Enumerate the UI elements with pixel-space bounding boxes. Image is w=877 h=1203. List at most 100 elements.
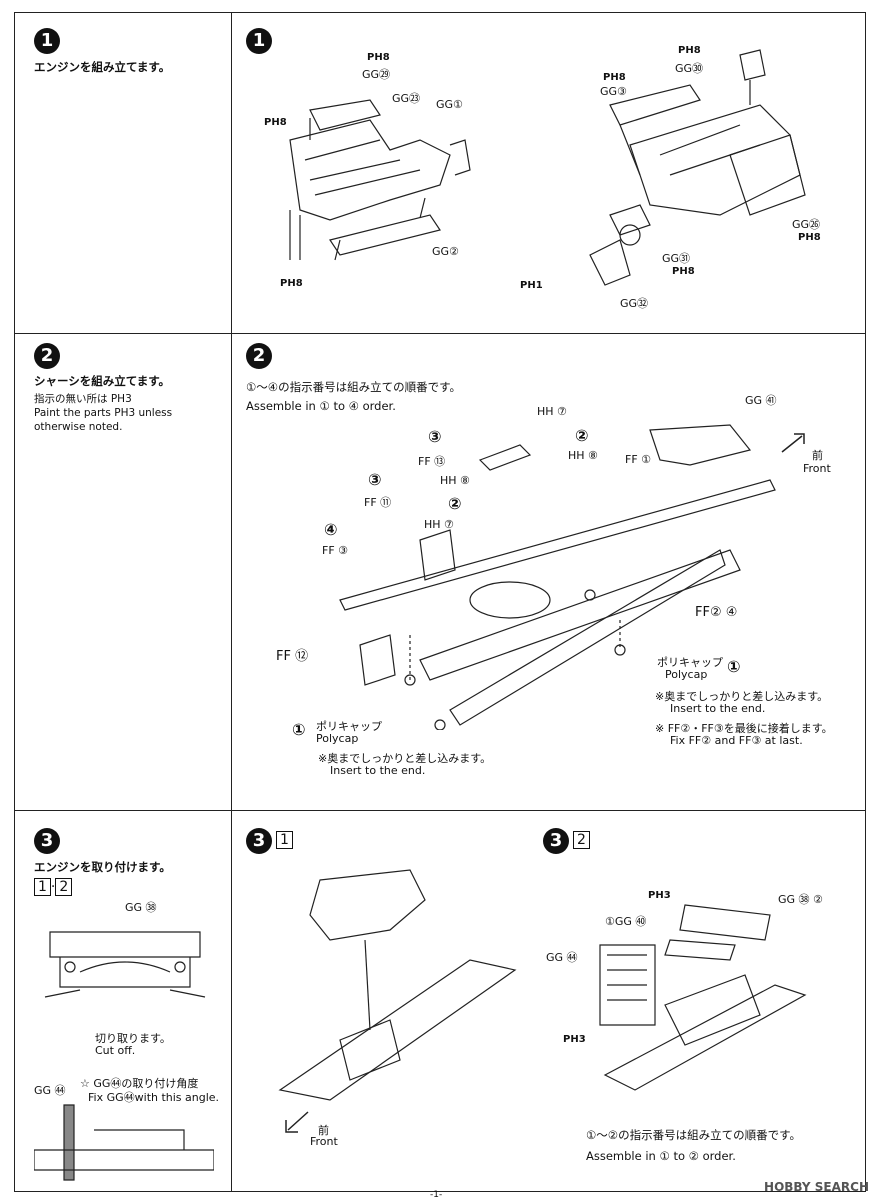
label-hh8-mid: HH ⑧	[440, 474, 470, 487]
front-arrow-icon	[781, 433, 805, 453]
label-gg30: GG㉚	[675, 62, 704, 75]
fix-jp: ※ FF②・FF③を最後に接着します。	[655, 722, 833, 735]
sub-steps-label: 1·2	[34, 878, 73, 896]
engine-assembly-right-drawing	[589, 49, 806, 286]
label-ph8-1: PH8	[367, 52, 390, 63]
label-gg29: GG㉙	[362, 68, 391, 81]
engine-install-1-drawing	[278, 869, 517, 1101]
label-gg2: GG②	[432, 245, 459, 258]
label-ff12: FF ⑫	[276, 649, 309, 664]
label-gg40: ①GG ㊵	[605, 915, 647, 928]
label-ph8-r1: PH8	[678, 45, 701, 56]
divider-v3	[231, 810, 232, 1192]
label-gg31: GG㉛	[662, 252, 691, 265]
label-gg23: GG㉓	[392, 92, 421, 105]
label-gg44-right: GG ㊹	[546, 951, 578, 964]
label-gg26: GG㉖	[792, 218, 821, 231]
sub-step-2-header: 2	[573, 829, 590, 849]
label-gg1: GG①	[436, 98, 463, 111]
step-1-badge: 1	[34, 28, 60, 54]
sub-step-2-box: 2	[55, 878, 73, 896]
insert-left-jp: ※奥までしっかりと差し込みます。	[318, 752, 492, 765]
divider-2	[14, 810, 866, 811]
polycap-right-step: ①	[727, 657, 741, 676]
order-3-top: ③	[428, 427, 442, 446]
step-1-title: エンジンを組み立てます。	[34, 60, 171, 74]
gg38-detail-drawing	[44, 931, 206, 998]
step-3-title: エンジンを取り付けます。	[34, 860, 171, 874]
label-hh7-top: HH ⑦	[537, 405, 567, 418]
order-2-mid: ②	[448, 494, 462, 513]
front-label-en-2: Front	[310, 1135, 338, 1148]
engine-assembly-left-drawing	[289, 99, 471, 261]
label-ff1: FF ①	[625, 453, 652, 466]
step-2-note-jp: 指示の無い所は PH3	[34, 393, 132, 405]
sub-step-2-header-box: 2	[573, 831, 590, 849]
label-gg41: GG ㊶	[745, 394, 777, 407]
order-2-top: ②	[575, 426, 589, 445]
order-3-mid: ③	[368, 470, 382, 489]
step-3-order-en: Assemble in ① to ② order.	[586, 1149, 736, 1163]
step-3-1-badge: 3	[246, 828, 272, 854]
angle-jp: ☆ GG㊹の取り付け角度	[80, 1077, 199, 1090]
front-arrow-icon-2	[285, 1111, 309, 1133]
chassis-drawing	[339, 424, 776, 730]
label-ph8-r2: PH8	[603, 72, 626, 83]
label-ph8-2: PH8	[264, 117, 287, 128]
insert-left-en: Insert to the end.	[330, 764, 426, 777]
label-ph3-b: PH3	[563, 1034, 586, 1045]
watermark: HOBBY SEARCH	[764, 1180, 869, 1194]
label-gg38-2: GG ㊳ ②	[778, 893, 823, 906]
cutoff-en: Cut off.	[95, 1044, 136, 1057]
divider-1	[14, 333, 866, 334]
step-2-title: シャーシを組み立てます。	[34, 374, 171, 388]
label-ff13: FF ⑬	[418, 455, 446, 468]
front-label-jp: 前	[812, 449, 823, 462]
step-3-order-jp: ①～②の指示番号は組み立ての順番です。	[586, 1128, 801, 1142]
label-hh8-top: HH ⑧	[568, 449, 598, 462]
label-gg44-left: GG ㊹	[34, 1084, 66, 1097]
label-gg3: GG③	[600, 85, 627, 98]
page-number: -1-	[430, 1190, 443, 1200]
step-2-note-en1: Paint the parts PH3 unless	[34, 407, 173, 419]
step-2-order-jp: ①～④の指示番号は組み立ての順番です。	[246, 380, 461, 394]
fix-en: Fix FF② and FF③ at last.	[670, 734, 803, 747]
divider-v2	[231, 333, 232, 810]
label-ph8-3: PH8	[280, 278, 303, 289]
step-2-badge: 2	[34, 343, 60, 369]
label-ff3: FF ③	[322, 544, 349, 557]
polycap-left-step: ①	[292, 720, 306, 739]
label-ph3-a: PH3	[648, 890, 671, 901]
insert-right-en: Insert to the end.	[670, 702, 766, 715]
step-3-badge: 3	[34, 828, 60, 854]
label-hh7-mid: HH ⑦	[424, 518, 454, 531]
gg44-angle-drawing	[34, 1104, 214, 1181]
label-ph8-r4: PH8	[672, 266, 695, 277]
sub-step-1-header-box: 1	[276, 831, 293, 849]
sub-step-1-header: 1	[276, 829, 293, 849]
polycap-right-jp: ポリキャップ	[657, 656, 723, 669]
polycap-left-jp: ポリキャップ	[316, 720, 382, 733]
polycap-right-en: Polycap	[665, 668, 708, 681]
step-2-order-en: Assemble in ① to ④ order.	[246, 399, 396, 413]
cutoff-jp: 切り取ります。	[95, 1032, 171, 1045]
label-ff11: FF ⑪	[364, 496, 392, 509]
step-3-2-badge: 3	[543, 828, 569, 854]
label-gg38: GG ㊳	[125, 901, 157, 914]
front-label-en: Front	[803, 462, 831, 475]
page-frame	[14, 12, 866, 1192]
polycap-left-en: Polycap	[316, 732, 359, 745]
label-gg32: GG㉜	[620, 297, 649, 310]
label-ph8-r3: PH8	[798, 232, 821, 243]
front-label-jp-2: 前	[318, 1124, 329, 1137]
divider-v1	[231, 12, 232, 333]
label-ff2: FF② ④	[695, 605, 738, 620]
angle-en: Fix GG㊹with this angle.	[88, 1091, 220, 1104]
order-4: ④	[324, 520, 338, 539]
sub-step-1-box: 1	[34, 878, 51, 896]
insert-right-jp: ※奥までしっかりと差し込みます。	[655, 690, 829, 703]
step-2-note-en2: otherwise noted.	[34, 421, 123, 433]
label-ph1: PH1	[520, 280, 543, 291]
engine-install-2-drawing	[599, 904, 807, 1091]
step-1-diagram-badge: 1	[246, 28, 272, 54]
